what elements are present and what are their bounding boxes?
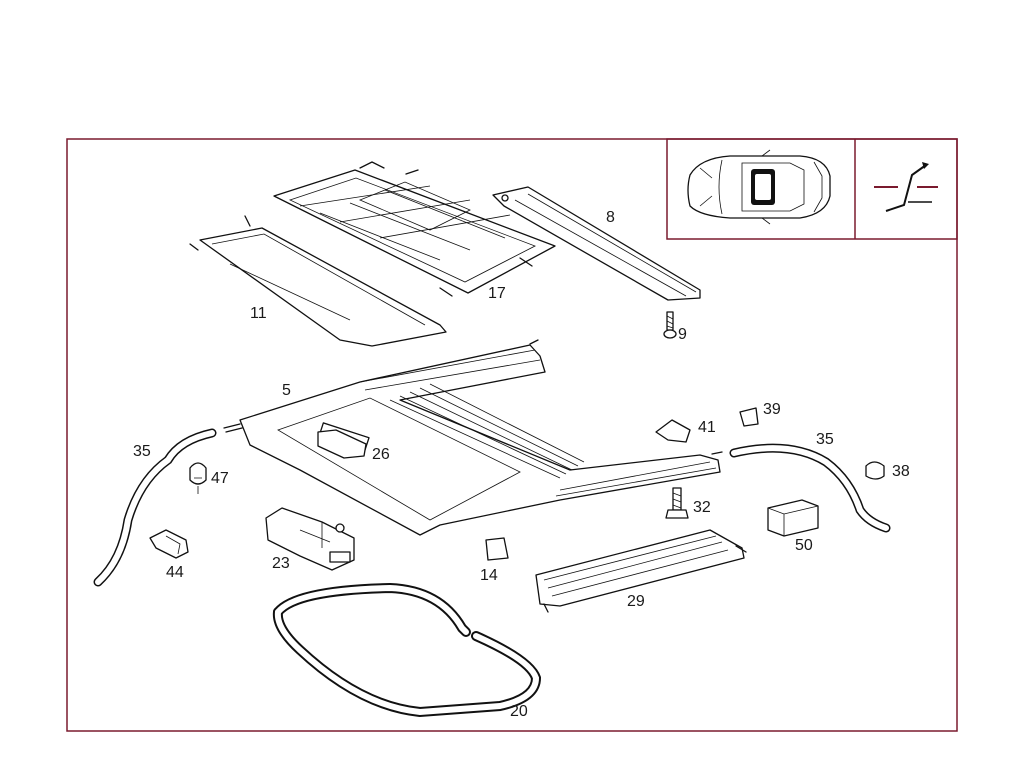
part-label-50: 50 [795,537,813,554]
part-label-26: 26 [372,446,390,463]
part-label-35-left: 35 [133,443,151,460]
part-label-20: 20 [510,703,528,720]
part-17-guide-frame [273,161,556,297]
part-label-14: 14 [480,567,498,584]
part-50-foam-block [767,499,819,537]
sliding-tilt-symbol-icon [874,162,938,212]
part-label-39: 39 [763,401,781,418]
part-20-seal [272,582,542,718]
part-label-41: 41 [698,419,716,436]
part-label-38: 38 [892,463,910,480]
part-label-35-right: 35 [816,431,834,448]
part-35-drain-hose-right [729,443,891,533]
part-label-5: 5 [282,382,291,399]
part-label-9: 9 [678,326,687,343]
inset-panel [666,138,958,240]
part-9-screw [663,311,677,339]
part-label-11: 11 [250,305,267,322]
part-8-guide-rail [492,186,701,301]
part-26-switch-block [317,429,367,459]
part-29-cable-rail [535,529,747,613]
car-top-view-sunroof-icon [687,149,831,225]
part-44-bracket [149,529,189,559]
part-label-29: 29 [627,593,645,610]
part-label-32: 32 [693,499,711,516]
part-47-clip [189,462,207,494]
part-14-clip [485,537,509,561]
part-41-clip [655,419,691,443]
part-5-sunroof-frame [223,339,723,536]
part-39-clip [739,407,759,427]
part-35-drain-hose-left [93,428,217,587]
part-32-bolt [665,487,689,519]
part-label-23: 23 [272,555,290,572]
diagram-frame [66,138,958,732]
part-label-17: 17 [488,285,506,302]
part-38-clip [865,461,885,480]
part-23-drive-motor [265,507,355,571]
part-label-47: 47 [211,470,229,487]
part-label-44: 44 [166,564,184,581]
part-label-8: 8 [606,209,615,226]
part-11-wind-deflector [189,215,447,347]
